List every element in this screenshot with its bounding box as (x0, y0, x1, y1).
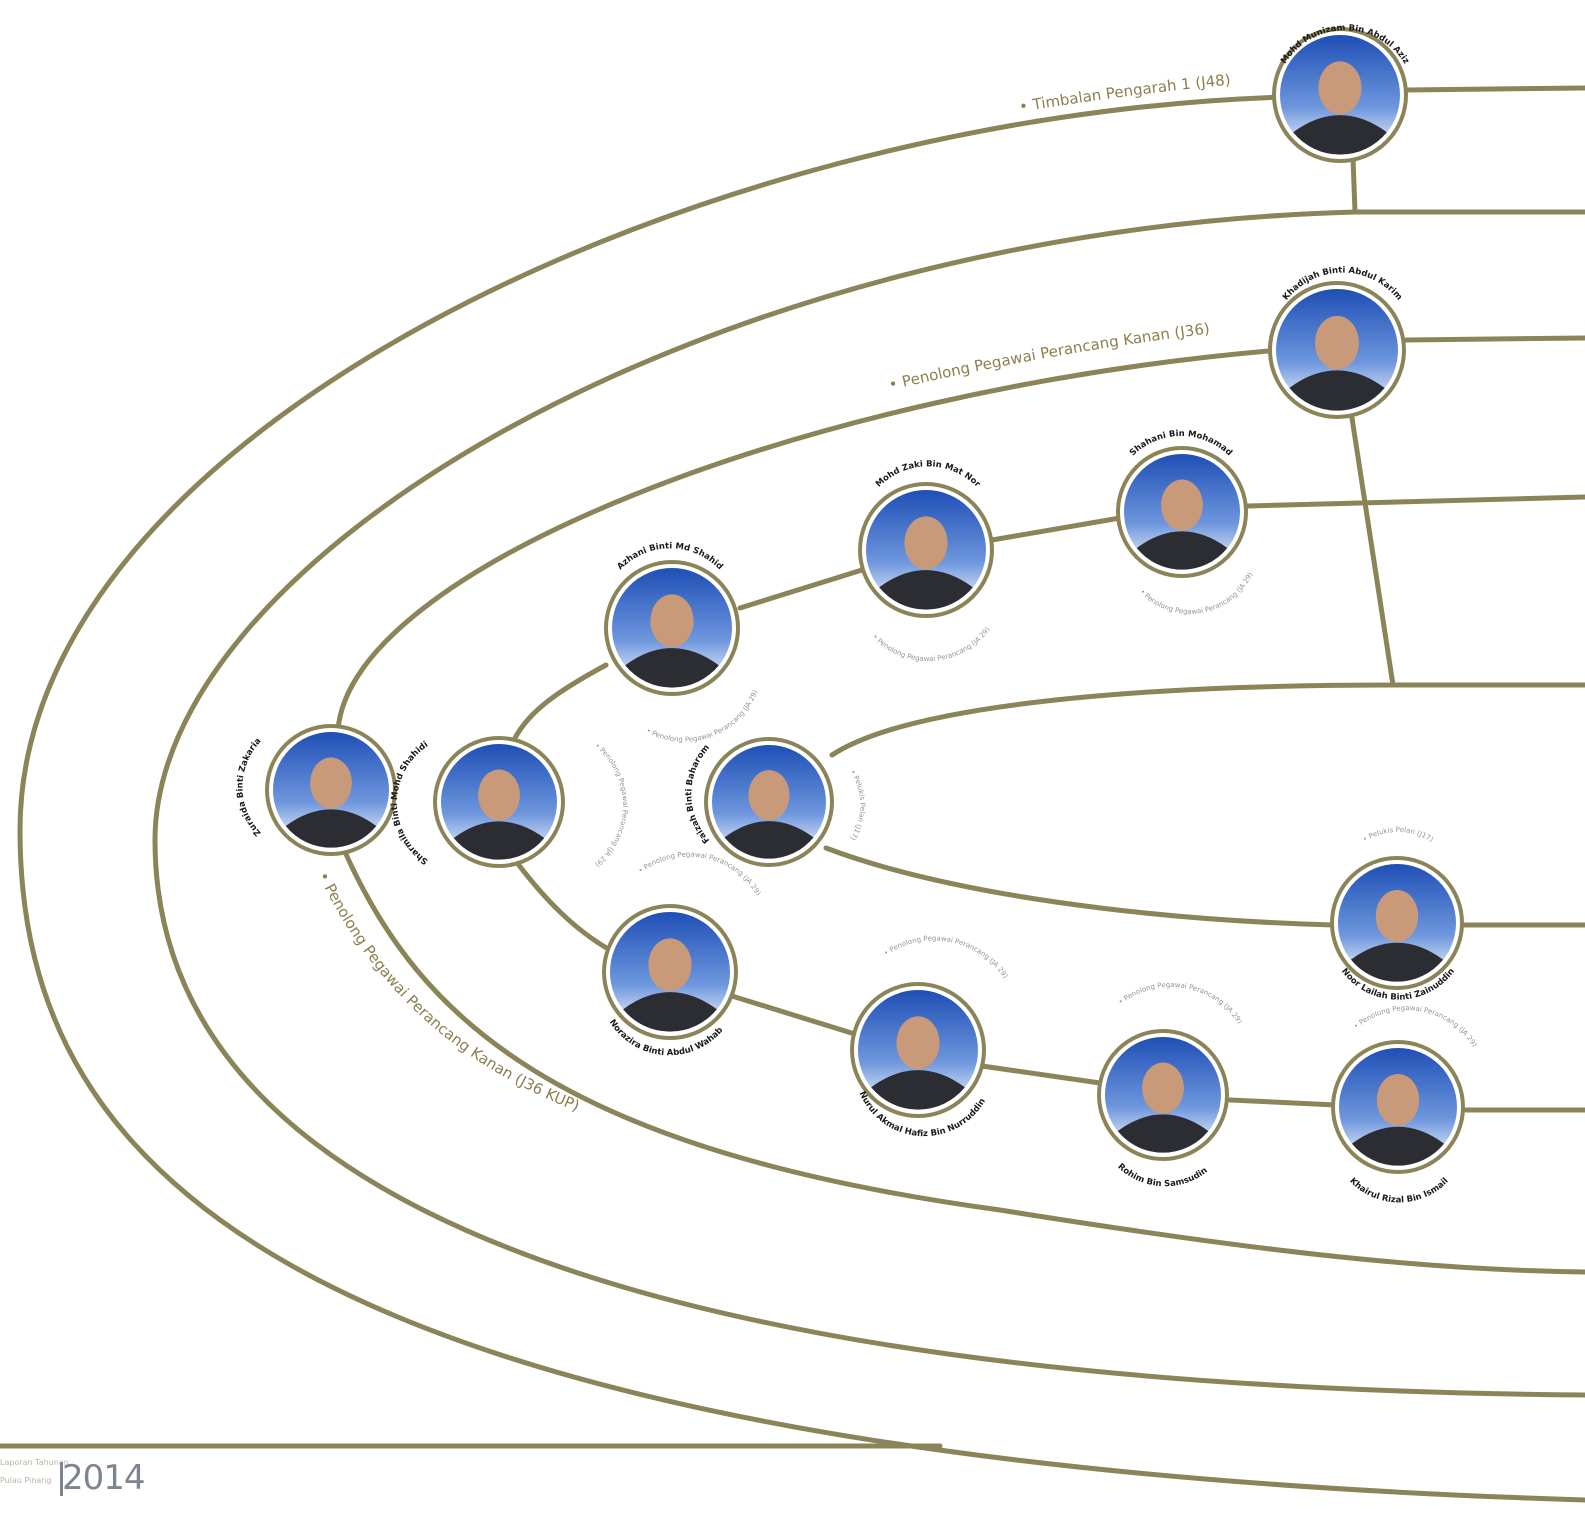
vertical-link-1 (1350, 155, 1358, 215)
staff-node-noor-lailah-binti-zainuddin (1330, 856, 1464, 990)
person-silhouette-body (1350, 942, 1444, 982)
tier-label-j36: • Penolong Pegawai Perancang Kanan (J36) (887, 320, 1211, 394)
person-silhouette-head (1315, 315, 1359, 370)
name-khairul: Khairul Rizal Bin Ismail (1347, 1176, 1450, 1205)
title-shahani: • Penolong Pegawai Perancang (JA 29) (1138, 571, 1254, 616)
title-nurul-akmal: • Penolong Pegawai Perancang (JA 29) (882, 934, 1009, 980)
person-silhouette-head (896, 1016, 940, 1070)
ring-2-line (152, 209, 1585, 1398)
footer-divider (60, 1462, 63, 1496)
staff-node-norazira-binti-abdul-wahab (602, 904, 738, 1040)
title-khairul: • Penolong Pegawai Perancang (JA 29) (1352, 1004, 1478, 1048)
title-noor-lailah: • Pelukis Pelan (J17) (1361, 826, 1434, 844)
ring-4-link-2 (737, 567, 865, 611)
footer-year: 2014 (62, 1458, 146, 1498)
person-silhouette-head (650, 594, 694, 648)
ring-4-link-1 (989, 515, 1123, 543)
person-silhouette-head (1142, 1062, 1184, 1114)
person-silhouette-body (879, 570, 973, 610)
title-faizah: • Pelukis Pelan (J17) (848, 768, 866, 842)
ring-4-lower-link (512, 857, 613, 953)
person-silhouette-head (1375, 889, 1419, 942)
footer-caption-bottom: Pulau Pinang (0, 1476, 52, 1485)
ring-4-link-5 (979, 1063, 1103, 1086)
staff-node-zuraida-binti-zakaria (265, 724, 397, 856)
staff-node-mohd-munizam-bin-abdul-aziz (1272, 27, 1408, 163)
ring-3-right-line (1403, 335, 1585, 343)
person-silhouette-body (1351, 1126, 1445, 1166)
ring-1-line (17, 94, 1585, 1503)
title-azhani: • Penolong Pegawai Perancang (JA 29) (645, 689, 760, 744)
person-silhouette-head (1376, 1073, 1420, 1126)
title-rohim: • Penolong Pegawai Perancang (JA 29) (1117, 981, 1244, 1026)
staff-node-khadijah-binti-abdul-karim (1268, 281, 1406, 419)
ring-4-link-6 (1227, 1097, 1339, 1108)
staff-node-azhani-binti-md-shahid (604, 560, 740, 696)
person-silhouette-head (648, 938, 692, 992)
person-silhouette-head (1318, 61, 1362, 115)
ring-4-link-4 (729, 993, 861, 1038)
person-silhouette-head (478, 769, 520, 821)
person-silhouette-head (904, 516, 948, 570)
connector-lines (0, 85, 1585, 1503)
name-rohim: Rohim Bin Samsudin (1116, 1162, 1210, 1190)
ring-5-lower-line (823, 845, 1337, 928)
person-silhouette-body (1289, 370, 1385, 411)
staff-node-shahani-bin-mohamad (1116, 446, 1248, 578)
staff-node-khairul-rizal-bin-ismail (1331, 1040, 1465, 1174)
person-silhouette-head (310, 757, 352, 809)
staff-node-nurul-akmal-hafiz-bin-nurruddin (850, 982, 986, 1118)
person-silhouette-head (748, 770, 790, 821)
person-silhouette-body (623, 992, 717, 1032)
ring-1-right-line (1403, 85, 1585, 93)
staff-node-mohd-zaki-bin-mat-nor (858, 482, 994, 618)
staff-node-rohim-bin-samsudin (1097, 1029, 1229, 1161)
name-sharmila: Sharmila Binti Mohd Shahidi (390, 740, 430, 866)
title-mohd-zaki: • Penolong Pegawai Perancang (JA 29) (871, 625, 992, 663)
vertical-link-2 (1349, 415, 1396, 688)
person-silhouette-body (871, 1070, 965, 1110)
person-silhouette-body (1117, 1114, 1209, 1153)
person-silhouette-body (724, 821, 814, 859)
name-zuraida: Zuraida Binti Zakaria (235, 736, 263, 838)
person-silhouette-body (1136, 531, 1228, 570)
tier-labels: • Timbalan Pengarah 1 (J48) • Penolong P… (314, 71, 1231, 1115)
title-sharmila: • Penolong Pegawai Perancang (JA 29) (593, 742, 629, 869)
person-silhouette-body (1293, 115, 1387, 155)
ring-4-link-3 (512, 662, 609, 741)
staff-node-sharmila-binti-mohd-shahidi (433, 736, 565, 868)
person-silhouette-body (285, 809, 377, 848)
ring-3-lower-line (342, 849, 1585, 1275)
staff-nodes (265, 27, 1465, 1174)
ring-4-top-line (1245, 494, 1585, 509)
ring-5-line (829, 682, 1585, 758)
person-silhouette-body (453, 821, 545, 860)
ring-3-line (335, 347, 1283, 733)
person-silhouette-body (625, 648, 719, 688)
staff-node-faizah-binti-baharom (704, 737, 834, 867)
footer-caption-top: Laporan Tahunan (0, 1458, 69, 1467)
person-silhouette-head (1161, 479, 1203, 531)
